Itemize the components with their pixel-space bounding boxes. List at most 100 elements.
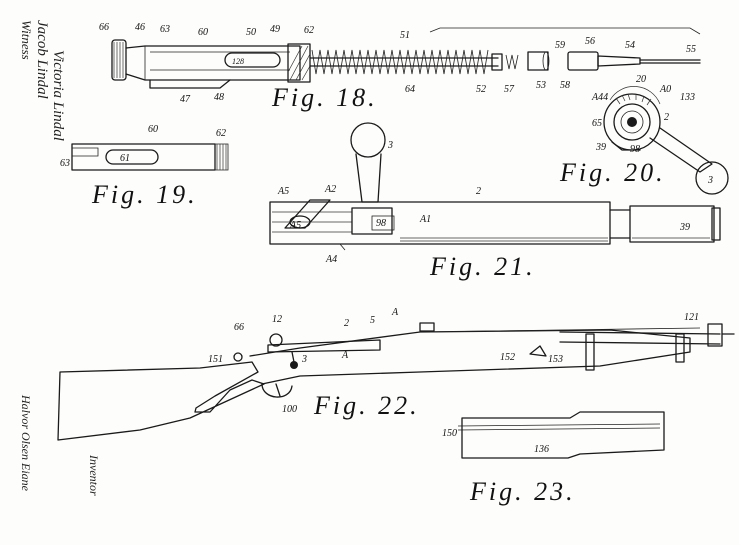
label-5: 5 [370, 315, 375, 326]
label-A2: A2 [324, 184, 336, 195]
label-3: 3 [707, 175, 713, 186]
label-60: 60 [198, 27, 208, 38]
label-128: 128 [232, 57, 244, 66]
label-A: A [341, 350, 349, 361]
label-47: 47 [180, 94, 191, 105]
cocking-piece [269, 333, 283, 347]
label-39: 39 [595, 142, 606, 153]
inventor-signatures: Halvor Olsen Eiane Inventor [19, 394, 101, 496]
cup-part [527, 51, 549, 71]
label-A5: A5 [289, 220, 301, 231]
bolt-sleeve-body [125, 45, 301, 81]
figure-22: 66 12 2 5 A A 3 151 152 153 121 100 Fig.… [57, 307, 735, 441]
label-2: 2 [344, 318, 349, 329]
small-spring [505, 54, 519, 70]
bolt-handle-knob [350, 122, 386, 158]
magazine-release [529, 345, 547, 357]
label-A-top: A [391, 307, 399, 318]
label-20: 20 [636, 74, 646, 85]
label-62: 62 [216, 128, 226, 139]
figure-19: 60 62 61 63 Fig. 19. [60, 124, 229, 209]
figure-23-caption: Fig. 23. [469, 477, 576, 506]
striker-body [567, 51, 599, 71]
label-98: 98 [630, 144, 640, 155]
label-58: 58 [560, 80, 570, 91]
figure-19-caption: Fig. 19. [91, 180, 198, 209]
label-A0: A0 [659, 84, 671, 95]
bolt-body [269, 201, 611, 245]
firing-pin-end [491, 53, 503, 71]
sleeve-lug [149, 79, 231, 89]
label-52: 52 [476, 84, 486, 95]
trigger-guard [261, 383, 293, 398]
label-65: 65 [592, 118, 602, 129]
mainspring [311, 49, 489, 75]
label-3: 3 [387, 140, 393, 151]
figure-18-caption: Fig. 18. [271, 83, 378, 112]
label-151: 151 [208, 354, 223, 365]
label-98: 98 [376, 218, 386, 229]
label-121: 121 [684, 312, 699, 323]
label-39: 39 [679, 222, 690, 233]
bolt-head [629, 205, 715, 243]
sleeve-slot [224, 52, 281, 68]
label-60: 60 [148, 124, 158, 135]
label-64: 64 [405, 84, 415, 95]
label-2: 2 [664, 112, 669, 123]
label-61: 61 [120, 153, 130, 164]
figure-22-caption: Fig. 22. [313, 391, 420, 420]
label-12: 12 [272, 314, 282, 325]
bolt-knob [290, 361, 298, 369]
label-53: 53 [536, 80, 546, 91]
figure-20-caption: Fig. 20. [559, 158, 666, 187]
label-57: 57 [504, 84, 515, 95]
label-A4: A4 [325, 254, 337, 265]
rear-sight [419, 322, 435, 332]
assembly-bracket [429, 27, 701, 35]
label-66: 66 [234, 322, 244, 333]
witness-heading: Witness [19, 20, 34, 60]
threaded-collar [287, 43, 311, 83]
witness-signatures: Witness Jacob Lindal Victoria Lindal [19, 20, 66, 141]
rifle-stock [57, 361, 265, 441]
figure-21-caption: Fig. 21. [429, 252, 536, 281]
label-63: 63 [160, 24, 170, 35]
label-55: 55 [686, 44, 696, 55]
witness-signature-2: Victoria Lindal [50, 50, 66, 141]
label-153: 153 [548, 354, 563, 365]
label-48: 48 [214, 92, 224, 103]
bolt-handle-stem [355, 153, 382, 203]
figure-23: 150 136 Fig. 23. [442, 411, 665, 506]
label-A1: A1 [419, 214, 431, 225]
bolt-handle-arm [649, 127, 713, 173]
bolt-handle-knob [695, 161, 729, 195]
witness-signature-1: Jacob Lindal [34, 20, 50, 99]
front-sight [707, 323, 723, 347]
label-2: 2 [476, 186, 481, 197]
label-63: 63 [60, 158, 70, 169]
magazine-plate [461, 411, 665, 459]
figure-18: 66 46 63 60 50 49 62 51 128 47 48 64 52 … [99, 22, 701, 112]
figure-20: 20 A0 133 A44 65 2 39 98 3 Fig. 20. [559, 74, 729, 195]
bolt-end-inner [613, 103, 651, 141]
label-A44: A44 [591, 92, 608, 103]
label-150: 150 [442, 428, 457, 439]
label-3: 3 [301, 354, 307, 365]
label-62: 62 [304, 25, 314, 36]
label-49: 49 [270, 24, 280, 35]
label-59: 59 [555, 40, 565, 51]
locking-lug [351, 207, 393, 235]
label-54: 54 [625, 40, 635, 51]
inventor-heading: Inventor [87, 454, 101, 496]
label-56: 56 [585, 36, 595, 47]
tang-screw [233, 352, 243, 362]
label-100: 100 [282, 404, 297, 415]
label-46: 46 [135, 22, 145, 33]
inventor-name: Halvor Olsen Eiane [19, 394, 33, 492]
label-A5-top: A5 [277, 186, 289, 197]
sleeve-slot [105, 149, 159, 165]
label-66: 66 [99, 22, 109, 33]
label-152: 152 [500, 352, 515, 363]
